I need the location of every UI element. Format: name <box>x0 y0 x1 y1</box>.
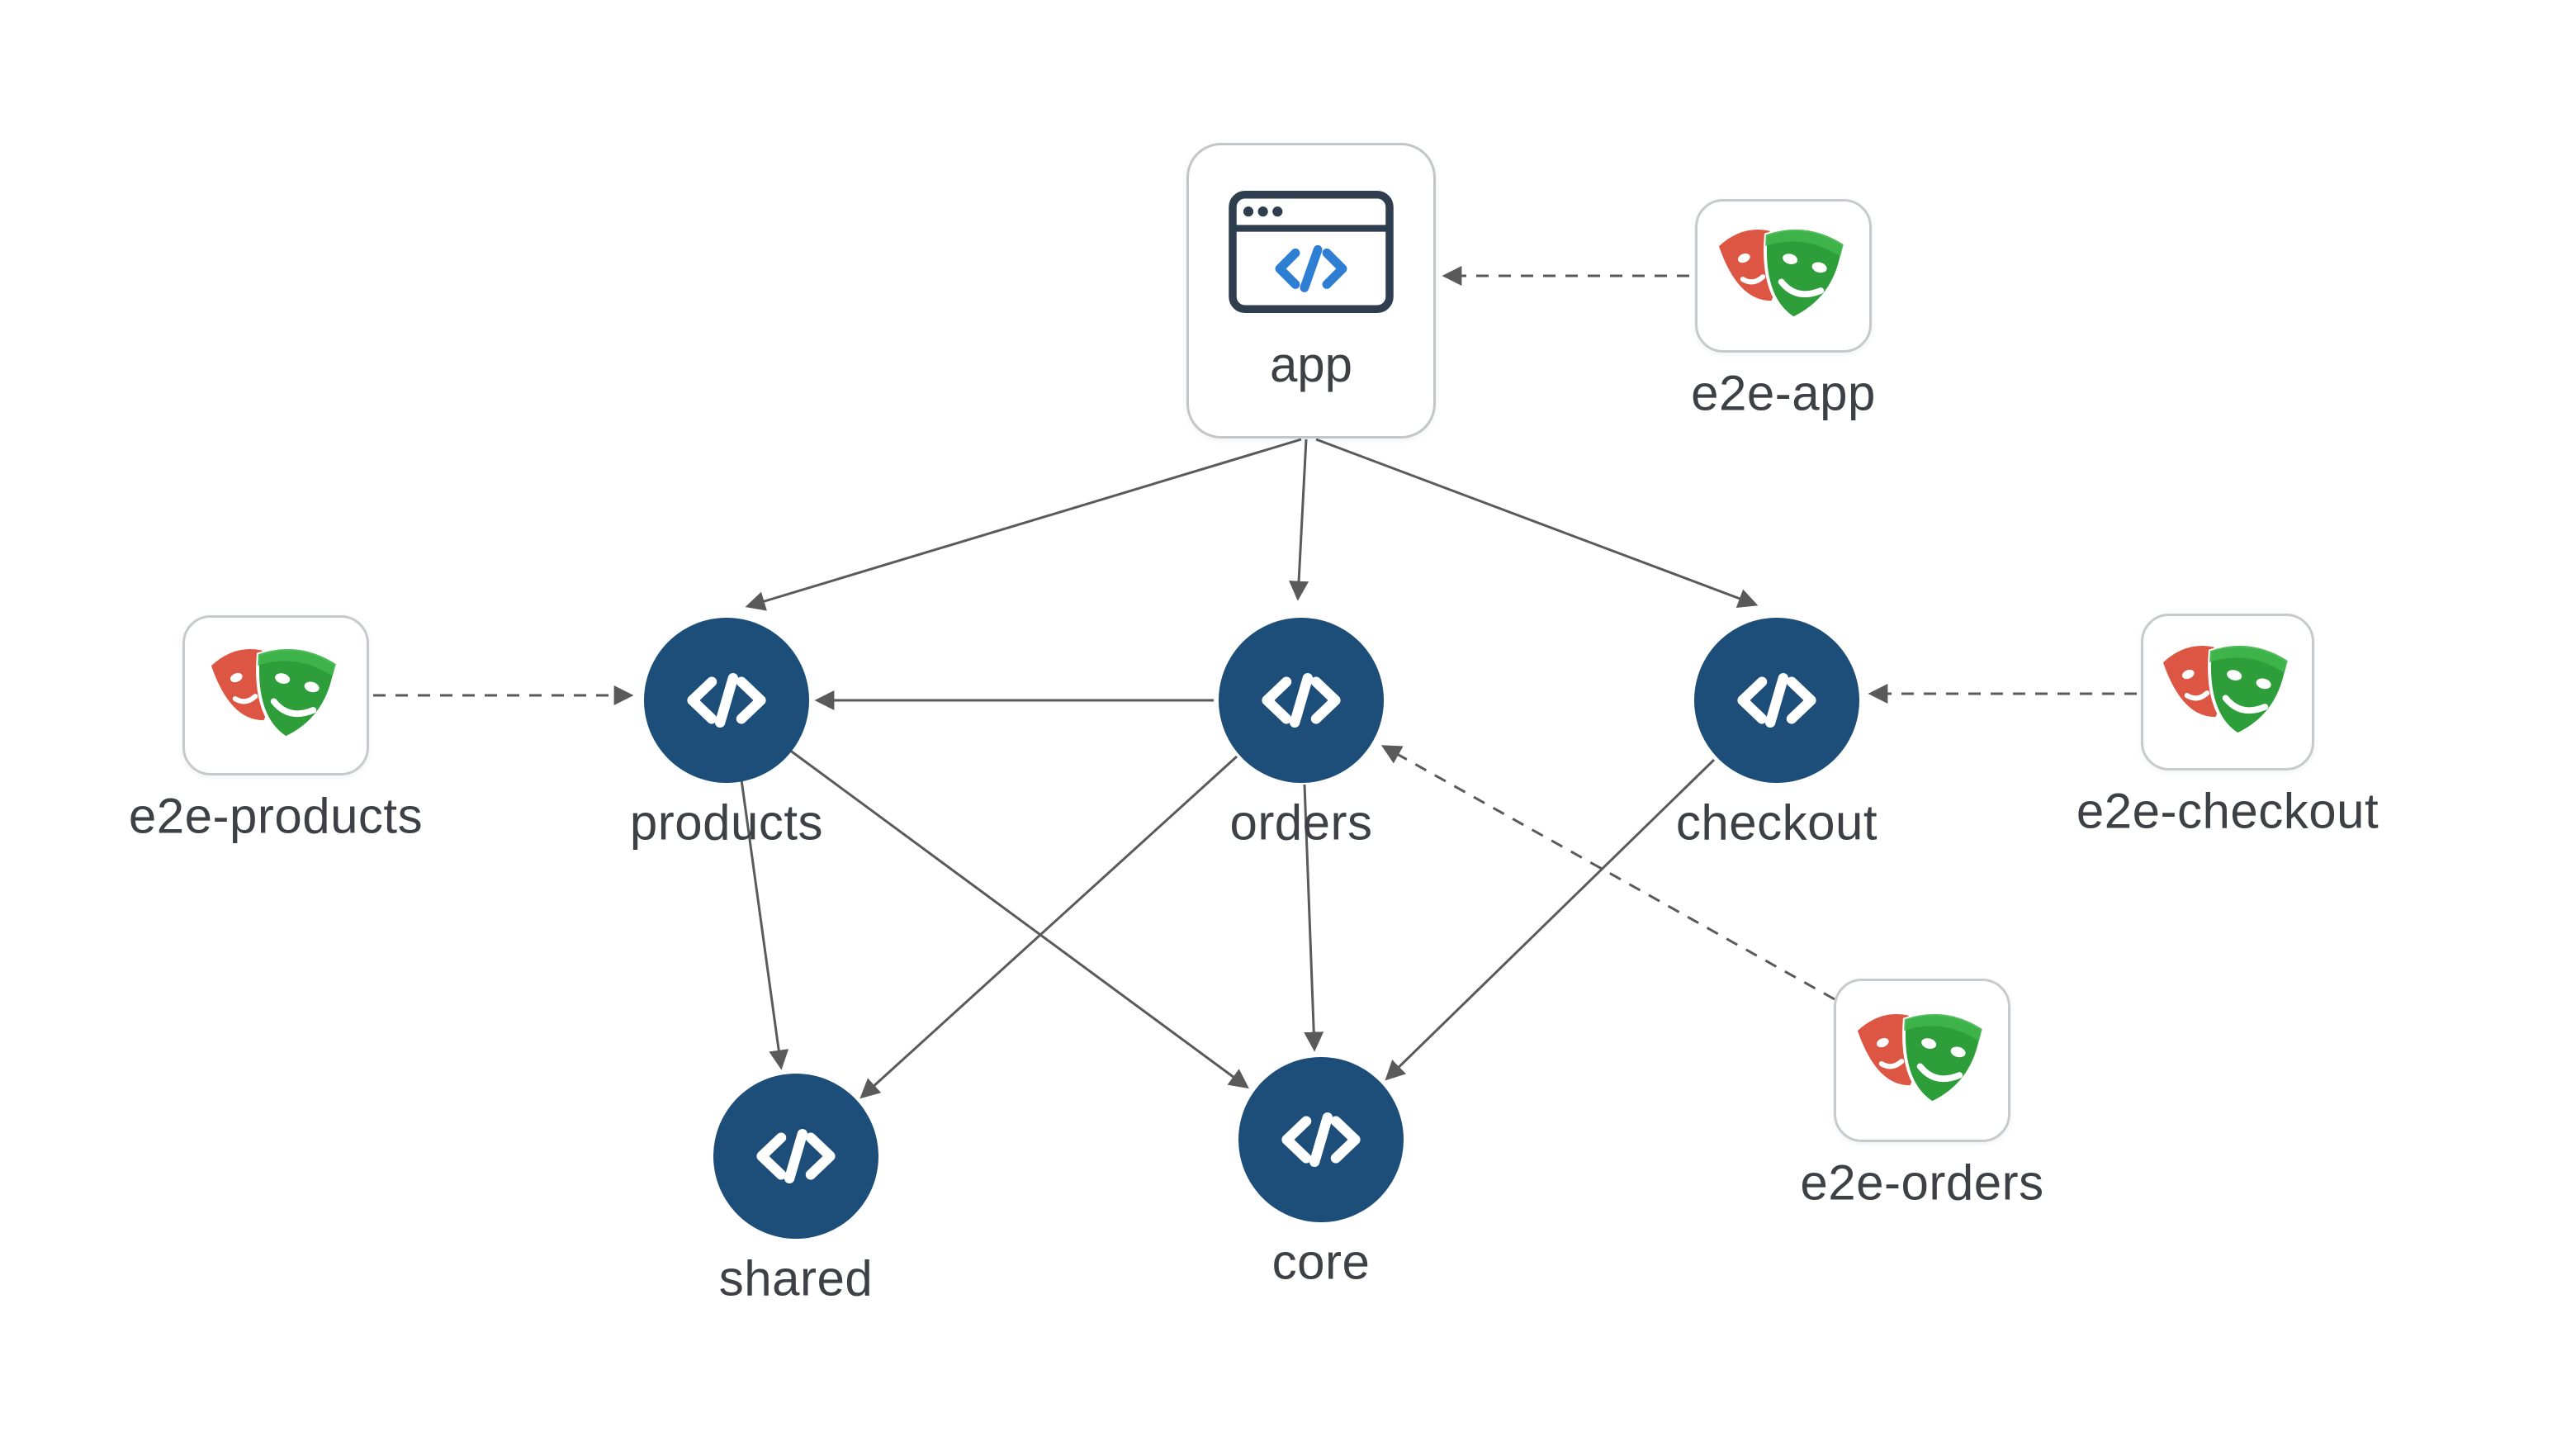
code-icon <box>1281 1112 1361 1168</box>
edge-app-to-orders <box>1289 439 1309 601</box>
project-label-orders: orders <box>1229 794 1373 851</box>
edge-app-to-checkout <box>1315 438 1759 609</box>
project-label-shared: shared <box>718 1250 874 1306</box>
edge-checkout-to-core <box>1385 758 1716 1081</box>
code-icon <box>1737 672 1816 728</box>
project-node-products[interactable] <box>644 618 809 783</box>
project-label-e2e-products: e2e-products <box>128 788 424 844</box>
project-node-shared[interactable] <box>713 1074 878 1239</box>
project-node-checkout[interactable] <box>1694 618 1859 783</box>
code-icon <box>756 1128 836 1184</box>
project-node-core[interactable] <box>1238 1057 1404 1222</box>
masks-icon <box>211 647 338 740</box>
edge-products-to-core <box>788 748 1249 1089</box>
project-label-app: app <box>1269 336 1353 392</box>
project-label-checkout: checkout <box>1675 794 1878 851</box>
project-node-orders[interactable] <box>1219 618 1384 783</box>
masks-icon <box>1718 227 1845 320</box>
edge-app-to-products <box>745 438 1302 611</box>
project-node-e2e-app[interactable] <box>1695 199 1872 353</box>
project-label-e2e-checkout: e2e-checkout <box>2076 783 2379 839</box>
project-node-app[interactable]: app <box>1186 143 1436 439</box>
project-label-e2e-orders: e2e-orders <box>1800 1155 2044 1211</box>
project-node-e2e-checkout[interactable] <box>2141 614 2314 771</box>
project-label-core: core <box>1271 1234 1371 1290</box>
code-icon <box>1262 672 1341 728</box>
project-label-products: products <box>629 794 824 851</box>
project-label-e2e-app: e2e-app <box>1691 365 1876 421</box>
project-node-e2e-orders[interactable] <box>1834 979 2010 1142</box>
edge-orders-to-shared <box>859 755 1238 1099</box>
browser-code-icon <box>1229 190 1394 313</box>
project-node-e2e-products[interactable] <box>182 615 369 775</box>
masks-icon <box>1857 1012 1984 1105</box>
edge-e2e-orders-to-orders <box>1380 745 1835 1001</box>
code-icon <box>687 672 766 728</box>
masks-icon <box>2162 643 2290 737</box>
